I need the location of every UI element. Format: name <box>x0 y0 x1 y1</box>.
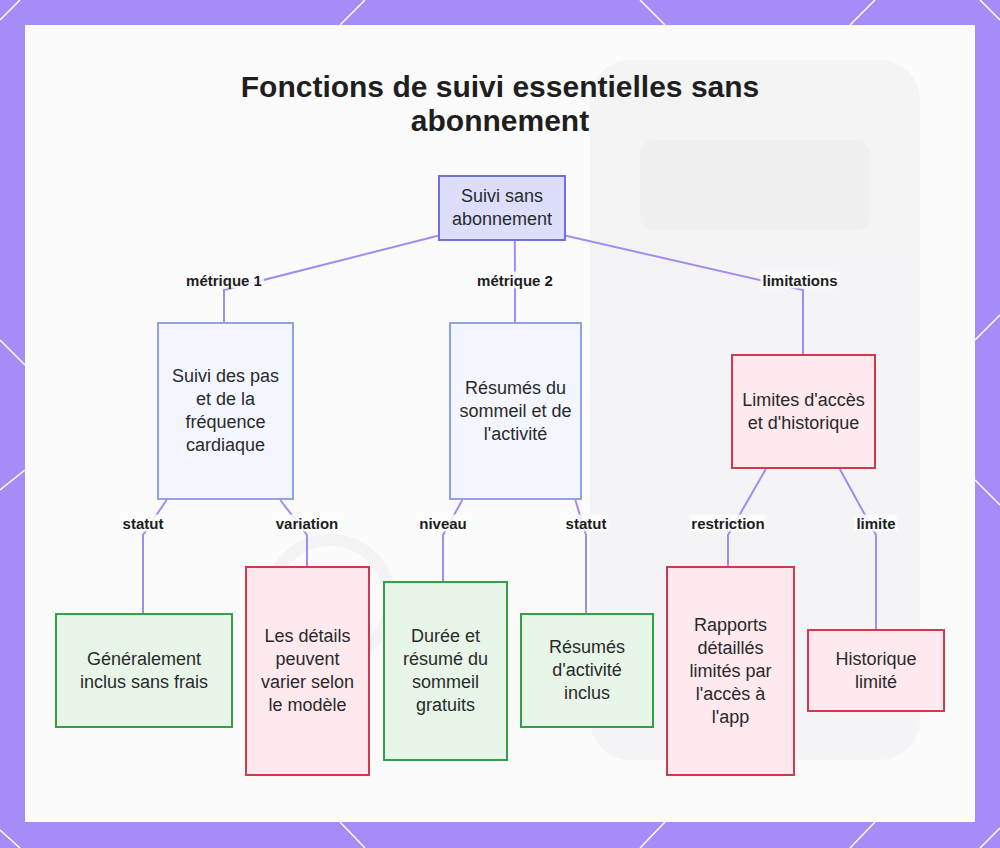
root-box: Suivi sans abonnement <box>438 175 566 241</box>
box-content: Résumés d'activité inclus <box>530 636 644 705</box>
status-box: Résumés d'activité inclus <box>520 613 654 728</box>
box-text: Résumés d'activité inclus <box>530 636 644 705</box>
edge-label: variation <box>274 515 341 532</box>
edge-label: métrique 1 <box>184 272 264 289</box>
edge-label: statut <box>564 515 609 532</box>
connector <box>566 236 803 354</box>
connector <box>280 500 307 566</box>
box-content: Résumés du sommeil et de l'activité <box>459 377 572 446</box>
box-text: Rapports détaillés limités par l'accès à… <box>676 614 785 729</box>
edge-label: statut <box>121 515 166 532</box>
diagram-title: Fonctions de suivi essentielles sans abo… <box>190 70 810 138</box>
limit-box: Limites d'accès et d'historique <box>731 354 876 469</box>
edge-label: métrique 2 <box>475 272 555 289</box>
status-box: Durée et résumé du sommeil gratuits <box>383 581 508 761</box>
metric-box: Résumés du sommeil et de l'activité <box>449 322 582 500</box>
box-content: Durée et résumé du sommeil gratuits <box>393 625 498 717</box>
box-content: Les détails peuvent varier selon le modè… <box>255 625 360 717</box>
box-content: Généralement inclus sans frais <box>65 648 223 694</box>
metric-box: Suivi des pas et de la fréquence cardiaq… <box>157 322 294 500</box>
box-text: Les détails peuvent varier selon le modè… <box>255 625 360 717</box>
caveat-box: Rapports détaillés limités par l'accès à… <box>666 566 795 776</box>
box-text: Historique limité <box>817 648 935 694</box>
box-content: Historique limité <box>817 648 935 694</box>
box-text: Généralement inclus sans frais <box>65 648 223 694</box>
box-text: Suivi des pas et de la fréquence cardiaq… <box>167 365 284 457</box>
box-text: Durée et résumé du sommeil gratuits <box>393 625 498 717</box>
box-content: Suivi des pas et de la fréquence cardiaq… <box>167 365 284 457</box>
caveat-box: Historique limité <box>807 629 945 712</box>
connector <box>840 469 876 629</box>
caveat-box: Les détails peuvent varier selon le modè… <box>245 566 370 776</box>
box-content: Limites d'accès et d'historique <box>741 389 866 435</box>
edge-label: niveau <box>417 515 469 532</box>
box-text: Suivi sans abonnement <box>448 185 556 231</box>
status-box: Généralement inclus sans frais <box>55 613 233 728</box>
edge-label: limite <box>854 515 897 532</box>
box-text: Limites d'accès et d'historique <box>741 389 866 435</box>
box-text: Résumés du sommeil et de l'activité <box>459 377 572 446</box>
edge-label: limitations <box>760 272 839 289</box>
edge-label: restriction <box>689 515 766 532</box>
box-content: Suivi sans abonnement <box>448 185 556 231</box>
box-content: Rapports détaillés limités par l'accès à… <box>676 614 785 729</box>
connector <box>443 500 462 581</box>
